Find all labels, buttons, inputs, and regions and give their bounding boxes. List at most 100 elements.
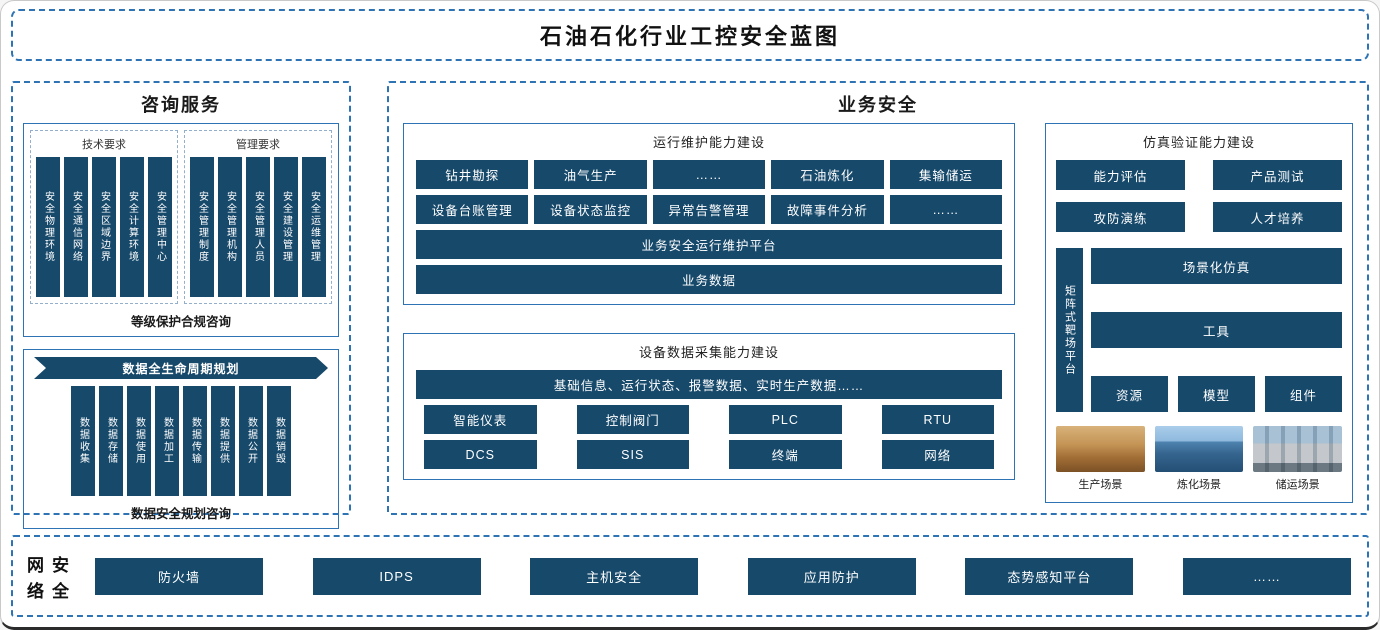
tech-requirements-column: 技术要求 安全物理环境 安全通信网络 安全区域边界 安全计算环境 安全管理中心	[30, 130, 178, 304]
simulation-grid: 能力评估 产品测试 攻防演练 人才培养	[1056, 160, 1342, 232]
lifecycle-item: 数据收集	[71, 386, 95, 496]
ellipsis-box: ……	[1182, 557, 1351, 595]
consulting-panel: 咨询服务 技术要求 安全物理环境 安全通信网络 安全区域边界 安全计算环境 安全…	[11, 81, 351, 529]
tech-item: 安全区域边界	[92, 157, 116, 297]
main-row: 咨询服务 技术要求 安全物理环境 安全通信网络 安全区域边界 安全计算环境 安全…	[11, 81, 1369, 529]
level-protection-label: 等级保护合规咨询	[130, 315, 231, 329]
production-scene-photo	[1056, 426, 1145, 472]
tech-item: 安全通信网络	[64, 157, 88, 297]
business-panel-title: 业务安全	[838, 95, 918, 115]
ops-platform-row: 业务安全运行维护平台	[416, 230, 1002, 259]
tools-cell: 工具	[1091, 312, 1342, 348]
tech-item: 安全物理环境	[36, 157, 60, 297]
resources-row: 资源 模型 组件	[1091, 376, 1342, 412]
simulation-box-title: 仿真验证能力建设	[1142, 135, 1255, 150]
ops-row-1: 钻井勘探 油气生产 …… 石油炼化 集输储运	[416, 160, 1003, 189]
net-char: 全	[52, 581, 69, 601]
ops-cell: ……	[652, 160, 766, 189]
lifecycle-item: 数据加工	[155, 386, 179, 496]
ops-cell: 故障事件分析	[771, 195, 884, 224]
device-row-1: 智能仪表 控制阀门 PLC RTU	[416, 405, 1002, 434]
lifecycle-item: 数据公开	[239, 386, 263, 496]
mgmt-requirements-title: 管理要求	[236, 139, 280, 151]
mgmt-item: 安全运维管理	[302, 157, 326, 297]
tech-item: 安全计算环境	[120, 157, 144, 297]
ops-cell: ……	[889, 195, 1003, 224]
data-lifecycle-box: 数据全生命周期规划 数据收集 数据存储 数据使用 数据加工 数据传输 数据提供 …	[23, 349, 339, 529]
refining-scene-photo	[1154, 426, 1244, 472]
device-cell: 终端	[729, 440, 842, 469]
data-security-label: 数据安全规划咨询	[130, 507, 231, 521]
ops-cell: 油气生产	[534, 160, 647, 189]
device-cell: 智能仪表	[424, 405, 537, 434]
lifecycle-bars: 数据收集 数据存储 数据使用 数据加工 数据传输 数据提供 数据公开 数据销毁	[30, 386, 332, 496]
mgmt-item: 安全管理机构	[218, 157, 242, 297]
ops-data-cell: 业务数据	[416, 265, 1002, 294]
sim-cell: 能力评估	[1056, 160, 1185, 190]
network-boxes: 防火墙 IDPS 主机安全 应用防护 态势感知平台 ……	[95, 557, 1351, 595]
lifecycle-item: 数据提供	[211, 386, 235, 496]
app-protection-box: 应用防护	[747, 557, 916, 595]
lifecycle-item: 数据存储	[99, 386, 123, 496]
sim-cell: 攻防演练	[1056, 202, 1185, 232]
model-cell: 模型	[1178, 376, 1255, 412]
net-char: 络	[27, 581, 44, 601]
lifecycle-item: 数据销毁	[267, 386, 291, 496]
tech-item: 安全管理中心	[148, 157, 172, 297]
mgmt-item: 安全管理人员	[246, 157, 270, 297]
storage-scene: 储运场景	[1253, 426, 1343, 492]
sim-cell: 产品测试	[1213, 160, 1342, 190]
device-row-2: DCS SIS 终端 网络	[416, 440, 1002, 469]
firewall-box: 防火墙	[95, 557, 263, 595]
ops-capability-box: 运行维护能力建设 钻井勘探 油气生产 …… 石油炼化 集输储运 设备台账管理 设…	[403, 123, 1015, 305]
sim-cell: 人才培养	[1213, 202, 1342, 232]
simulation-box: 仿真验证能力建设 能力评估 产品测试 攻防演练 人才培养 矩阵式靶场平台 场景化…	[1045, 123, 1353, 503]
business-left-column: 运行维护能力建设 钻井勘探 油气生产 …… 石油炼化 集输储运 设备台账管理 设…	[403, 123, 1015, 503]
production-scene-label: 生产场景	[1078, 479, 1123, 491]
ops-cell: 钻井勘探	[416, 160, 529, 189]
resource-cell: 资源	[1091, 376, 1168, 412]
device-cell: 网络	[881, 440, 994, 469]
ops-box-title: 运行维护能力建设	[652, 135, 765, 150]
lifecycle-item: 数据使用	[127, 386, 151, 496]
matrix-right-column: 场景化仿真 工具 资源 模型 组件	[1091, 248, 1342, 412]
ops-cell: 石油炼化	[771, 160, 884, 189]
ops-data-row: 业务数据	[416, 265, 1002, 294]
requirements-columns: 技术要求 安全物理环境 安全通信网络 安全区域边界 安全计算环境 安全管理中心 …	[30, 130, 332, 304]
device-cell: RTU	[881, 405, 994, 434]
ops-row-2: 设备台账管理 设备状态监控 异常告警管理 故障事件分析 ……	[416, 195, 1003, 224]
storage-scene-label: 储运场景	[1275, 479, 1320, 491]
level-protection-box: 技术要求 安全物理环境 安全通信网络 安全区域边界 安全计算环境 安全管理中心 …	[23, 123, 339, 337]
mgmt-item: 安全管理制度	[190, 157, 214, 297]
mgmt-requirements-column: 管理要求 安全管理制度 安全管理机构 安全管理人员 安全建设管理 安全运维管理	[184, 130, 332, 304]
refining-scene: 炼化场景	[1154, 426, 1244, 492]
consulting-panel-title: 咨询服务	[141, 95, 221, 115]
business-content: 运行维护能力建设 钻井勘探 油气生产 …… 石油炼化 集输储运 设备台账管理 设…	[403, 123, 1353, 503]
network-security-label: 网 安 络 全	[27, 551, 69, 602]
business-panel: 业务安全 运行维护能力建设 钻井勘探 油气生产 …… 石油炼化 集输储运	[387, 81, 1369, 515]
ops-cell: 异常告警管理	[652, 195, 766, 224]
scenario-simulation-cell: 场景化仿真	[1091, 248, 1342, 284]
ops-cell: 设备台账管理	[416, 195, 529, 224]
network-security-panel: 网 安 络 全 防火墙 IDPS 主机安全 应用防护 态势感知平台 ……	[11, 535, 1369, 617]
refining-scene-label: 炼化场景	[1177, 479, 1221, 491]
mgmt-requirements-bars: 安全管理制度 安全管理机构 安全管理人员 安全建设管理 安全运维管理	[188, 157, 328, 297]
lifecycle-banner: 数据全生命周期规划	[34, 357, 328, 379]
device-capability-box: 设备数据采集能力建设 基础信息、运行状态、报警数据、实时生产数据…… 智能仪表 …	[403, 333, 1015, 480]
device-cell: SIS	[576, 440, 689, 469]
tech-requirements-bars: 安全物理环境 安全通信网络 安全区域边界 安全计算环境 安全管理中心	[34, 157, 174, 297]
ops-cell: 设备状态监控	[534, 195, 647, 224]
component-cell: 组件	[1265, 376, 1342, 412]
device-cell: DCS	[424, 440, 537, 469]
production-scene: 生产场景	[1056, 426, 1145, 492]
net-char: 网	[27, 555, 44, 575]
idps-box: IDPS	[312, 557, 481, 595]
mgmt-item: 安全建设管理	[274, 157, 298, 297]
device-box-title: 设备数据采集能力建设	[638, 345, 779, 360]
page-title: 石油石化行业工控安全蓝图	[11, 9, 1369, 61]
ops-platform-cell: 业务安全运行维护平台	[416, 230, 1002, 259]
storage-scene-photo	[1253, 426, 1343, 472]
lifecycle-item: 数据传输	[183, 386, 207, 496]
tech-requirements-title: 技术要求	[82, 139, 126, 151]
